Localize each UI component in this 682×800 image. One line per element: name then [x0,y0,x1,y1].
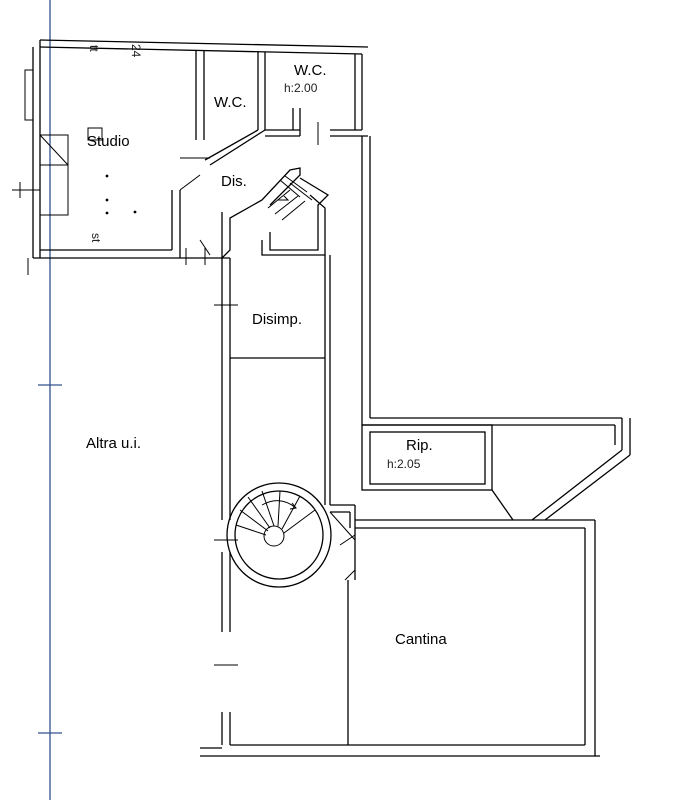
room-label-altra: Altra u.i. [86,435,141,452]
straight-stair [267,175,313,221]
reference-line [38,0,62,800]
wc2-walls [265,54,368,145]
room-height-wc2: h:2.00 [284,81,318,95]
top-number-fragment: 24 [129,44,143,58]
corridor-walls [214,136,371,520]
cantina-walls [329,504,596,756]
room-label-disimp: Disimp. [252,311,302,328]
room-label-wc1: W.C. [214,94,247,111]
studio-marks [87,127,137,215]
room-label-cantina: Cantina [395,631,447,648]
room-label-studio: Studio [87,133,130,150]
rip-walls [361,417,631,521]
window-left [12,69,69,275]
wc1-walls [195,50,266,166]
room-label-rip: Rip. [406,437,433,454]
room-label-dis: Dis. [221,173,247,190]
room-label-wc2: W.C. [294,62,327,79]
dis-walls [179,157,211,265]
lower-corridor-walls [200,539,600,757]
left-fragment-b: st [89,233,103,243]
room-height-rip: h:2.05 [387,457,421,471]
spiral-stair [226,482,332,588]
